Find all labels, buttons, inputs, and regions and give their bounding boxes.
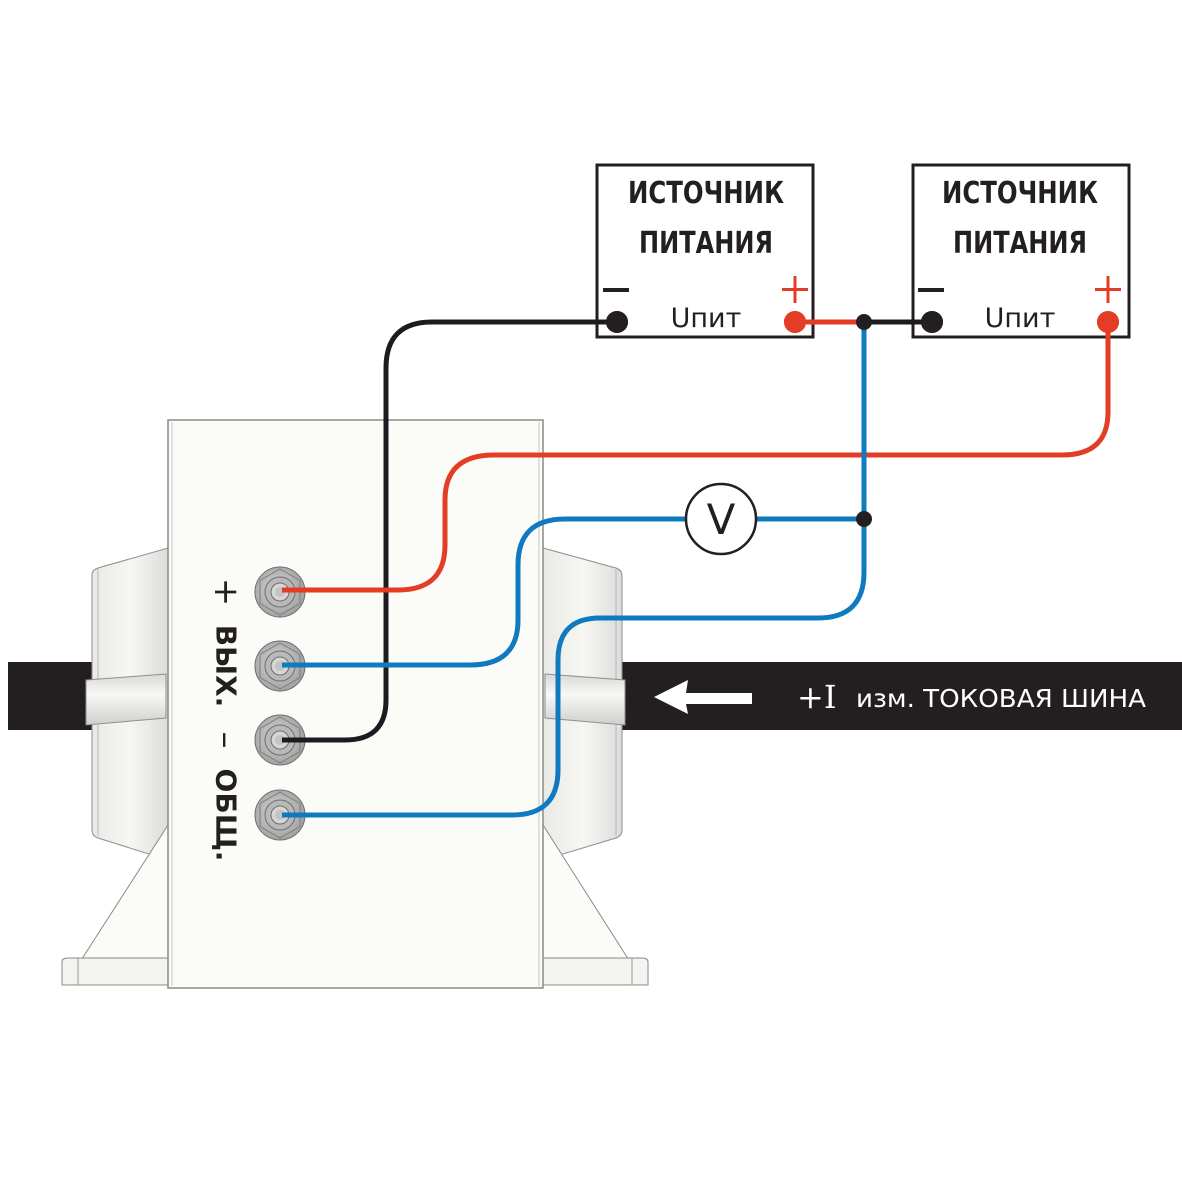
terminal-bolts <box>254 566 306 841</box>
current-symbol: +I <box>797 678 836 716</box>
psu1-title-line1: ИСТОЧНИК <box>628 176 784 211</box>
psu1-plus-icon <box>782 276 808 303</box>
wire-common <box>282 322 867 818</box>
terminal-label-minus: – <box>206 732 246 749</box>
sensor-body <box>167 419 544 989</box>
psu1-plus-dot <box>784 311 806 333</box>
terminal-label-output: ВЫХ. <box>210 625 243 708</box>
sensor-right-flange <box>542 547 649 986</box>
power-supply-2: ИСТОЧНИК ПИТАНИЯ Uпит <box>911 163 1131 339</box>
voltmeter: V <box>684 482 758 556</box>
terminal-label-common: ОБЩ. <box>210 769 243 862</box>
psu2-minus-dot <box>921 311 943 333</box>
voltmeter-symbol: V <box>707 495 736 544</box>
wire-positive <box>282 322 1111 593</box>
junction-node-top <box>856 314 872 330</box>
bus-bar-left <box>8 662 93 730</box>
psu2-plus-icon <box>1095 276 1121 303</box>
bus-bar-caption: изм. ТОКОВАЯ ШИНА <box>856 684 1146 713</box>
psu1-title-line2: ПИТАНИЯ <box>639 226 773 261</box>
psu2-title-line1: ИСТОЧНИК <box>942 176 1098 211</box>
bus-bar-label: +I изм. ТОКОВАЯ ШИНА <box>654 678 1146 716</box>
wire-signal <box>282 516 686 668</box>
wire-negative <box>282 319 617 743</box>
junction-node-voltmeter <box>856 511 872 527</box>
psu2-title-line2: ПИТАНИЯ <box>953 226 1087 261</box>
psu2-voltage-label: Uпит <box>985 303 1056 334</box>
psu1-voltage-label: Uпит <box>671 303 742 334</box>
terminal-minus[interactable] <box>254 714 306 766</box>
left-arrow-icon <box>654 680 752 714</box>
terminal-labels: + ВЫХ. – ОБЩ. <box>206 578 246 862</box>
psu1-minus-dot <box>606 311 628 333</box>
psu2-plus-dot <box>1097 311 1119 333</box>
psu1-minus-icon <box>603 288 629 292</box>
sensor-left-flange <box>61 547 169 986</box>
psu2-minus-icon <box>918 288 944 292</box>
terminal-output[interactable] <box>254 640 306 692</box>
terminal-common[interactable] <box>254 789 306 841</box>
wires <box>282 319 1111 818</box>
terminal-label-plus: + <box>206 578 246 607</box>
power-supply-1: ИСТОЧНИК ПИТАНИЯ Uпит <box>595 163 815 339</box>
